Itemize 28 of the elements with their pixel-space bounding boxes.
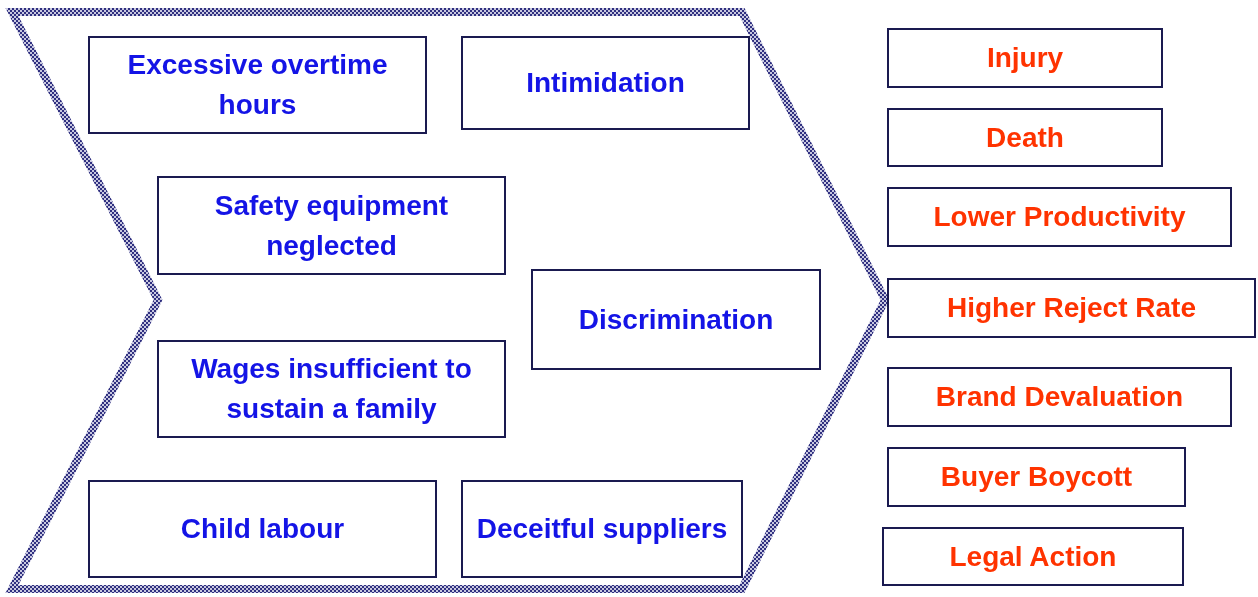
- cause-text: Wages insufficient to sustain a family: [190, 352, 473, 426]
- consequence-box: [887, 367, 1232, 427]
- cause-box: [157, 176, 506, 275]
- consequence-box: [887, 108, 1163, 167]
- cause-box: [461, 36, 750, 130]
- consequence-text: Brand Devaluation: [935, 380, 1184, 414]
- cause-box: [461, 480, 743, 578]
- consequence-box: [882, 527, 1184, 586]
- consequence-text: Lower Productivity: [933, 200, 1186, 234]
- consequence-box: [887, 447, 1186, 507]
- consequence-box: [887, 187, 1232, 247]
- consequence-box: [887, 278, 1256, 338]
- consequence-text: Higher Reject Rate: [947, 291, 1196, 325]
- consequence-text: Injury: [986, 41, 1064, 75]
- cause-box: [88, 480, 437, 578]
- consequence-box: [887, 28, 1163, 88]
- consequence-text: Legal Action: [949, 539, 1117, 574]
- cause-box: [531, 269, 821, 370]
- cause-box: [88, 36, 427, 134]
- cause-text: Deceitful suppliers: [476, 512, 728, 546]
- cause-text: Child labour: [180, 512, 345, 546]
- cause-text: Discrimination: [578, 302, 774, 337]
- cause-text: Safety equipment neglected: [213, 188, 450, 263]
- consequence-text: Buyer Boycott: [940, 460, 1133, 494]
- consequence-text: Death: [986, 120, 1064, 155]
- cause-text: Excessive overtime hours: [126, 48, 389, 122]
- cause-box: [157, 340, 506, 438]
- cause-text: Intimidation: [526, 66, 685, 100]
